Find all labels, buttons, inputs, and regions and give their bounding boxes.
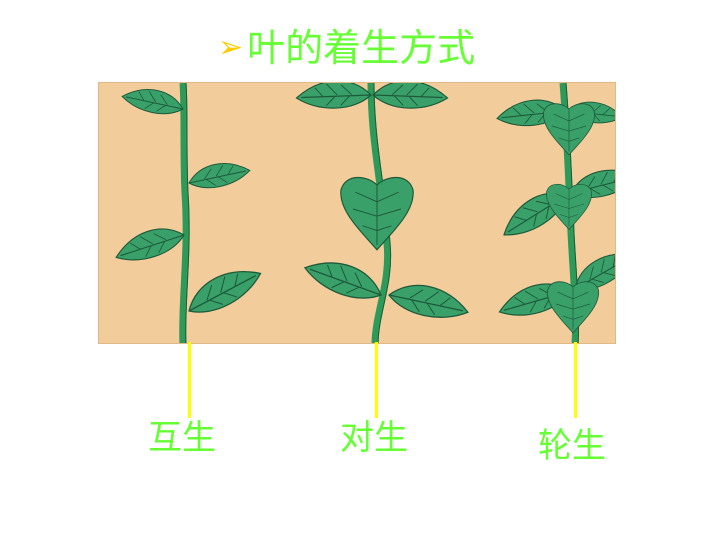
alternate-pointer-line	[188, 342, 191, 418]
alternate-label: 互生	[148, 418, 216, 458]
arrowhead-bullet-icon: ➢	[218, 30, 244, 65]
leaf-arrangement-illustration	[98, 82, 616, 344]
whorled-label: 轮生	[538, 426, 606, 466]
opposite-pointer-line	[375, 342, 378, 418]
slide-title-text: 叶的着生方式	[247, 26, 476, 70]
opposite-plant	[294, 83, 473, 343]
opposite-label: 对生	[340, 418, 408, 458]
whorled-plant	[494, 83, 615, 343]
whorled-pointer-line	[574, 342, 577, 418]
slide-title: ➢ 叶的着生方式	[218, 24, 475, 72]
alternate-plant	[110, 83, 268, 343]
